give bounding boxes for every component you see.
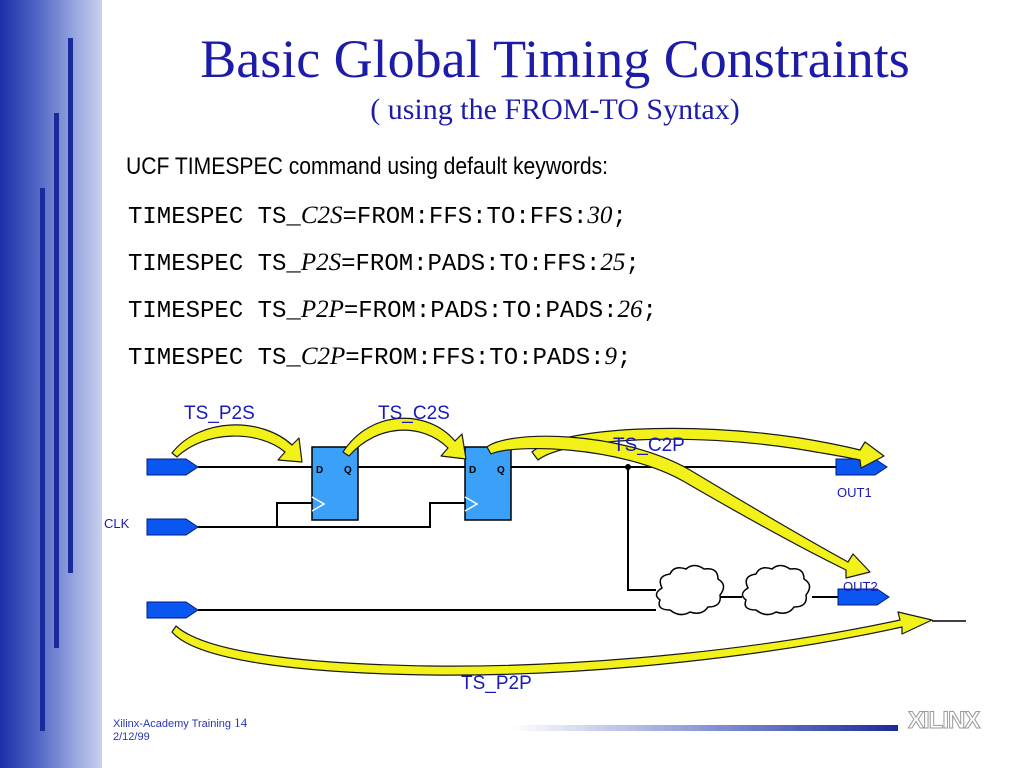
clk-label: CLK <box>104 516 130 531</box>
ts-c2s-label: TS_C2S <box>378 403 450 424</box>
logic-cloud-1 <box>655 564 725 616</box>
xilinx-logo: XILINX <box>907 707 980 734</box>
ts-c2p-arrow-1 <box>531 427 885 469</box>
page-number: 14 <box>234 715 248 730</box>
ts-c2p-arrow-2 <box>486 435 871 579</box>
wire-ff2-logic <box>627 467 656 591</box>
ts-p2s-arrow <box>171 424 303 463</box>
ts-c2s-arrow <box>342 417 467 460</box>
slide-title: Basic Global Timing Constraints <box>200 29 910 89</box>
ff1-q-label: Q <box>344 465 352 476</box>
ff2-q-label: Q <box>497 465 505 476</box>
ts-p2p-label: TS_P2P <box>461 673 532 694</box>
footer-date: 2/12/99 <box>113 731 150 743</box>
pads <box>146 458 890 619</box>
footer-divider <box>512 725 898 731</box>
logic-cloud-2 <box>741 564 811 616</box>
slide-subtitle: ( using the FROM-TO Syntax) <box>370 93 740 126</box>
sidebar-bar <box>40 188 45 731</box>
code-line-c2s: TIMESPEC TS_C2S=FROM:FFS:TO:FFS:30; <box>128 202 627 231</box>
out2-label: OUT2 <box>843 579 878 594</box>
pad-in2 <box>146 601 199 619</box>
ts-p2s-label: TS_P2S <box>184 403 255 424</box>
footer-label: Xilinx-Academy Training <box>113 718 231 730</box>
code-line-c2p: TIMESPEC TS_C2P=FROM:FFS:TO:PADS:9; <box>128 343 632 372</box>
junction-dot <box>625 464 631 470</box>
code-line-p2p: TIMESPEC TS_P2P=FROM:PADS:TO:PADS:26; <box>128 296 657 325</box>
pad-in1 <box>146 458 199 476</box>
ff2-d-label: D <box>469 465 476 476</box>
flipflop-2: D Q <box>464 446 512 521</box>
out1-label: OUT1 <box>837 485 872 500</box>
sidebar-bar <box>54 113 59 648</box>
wires <box>198 466 840 611</box>
pad-clk <box>146 518 199 536</box>
footer: Xilinx-Academy Training 14 2/12/99 <box>113 716 247 744</box>
ts-c2p-label: TS_C2P <box>613 435 685 456</box>
pad-out2 <box>837 588 890 606</box>
sidebar-gradient <box>0 0 102 768</box>
sidebar-bar <box>68 38 73 573</box>
wire-clk-ff2 <box>277 502 465 528</box>
code-line-p2s: TIMESPEC TS_P2S=FROM:PADS:TO:FFS:25; <box>128 249 640 278</box>
ucf-heading: UCF TIMESPEC command using default keywo… <box>126 153 609 180</box>
wire-clk-ff1 <box>198 502 312 528</box>
ff1-d-label: D <box>316 465 323 476</box>
ts-p2p-arrow <box>171 611 933 676</box>
flipflop-1: D Q <box>311 446 359 521</box>
